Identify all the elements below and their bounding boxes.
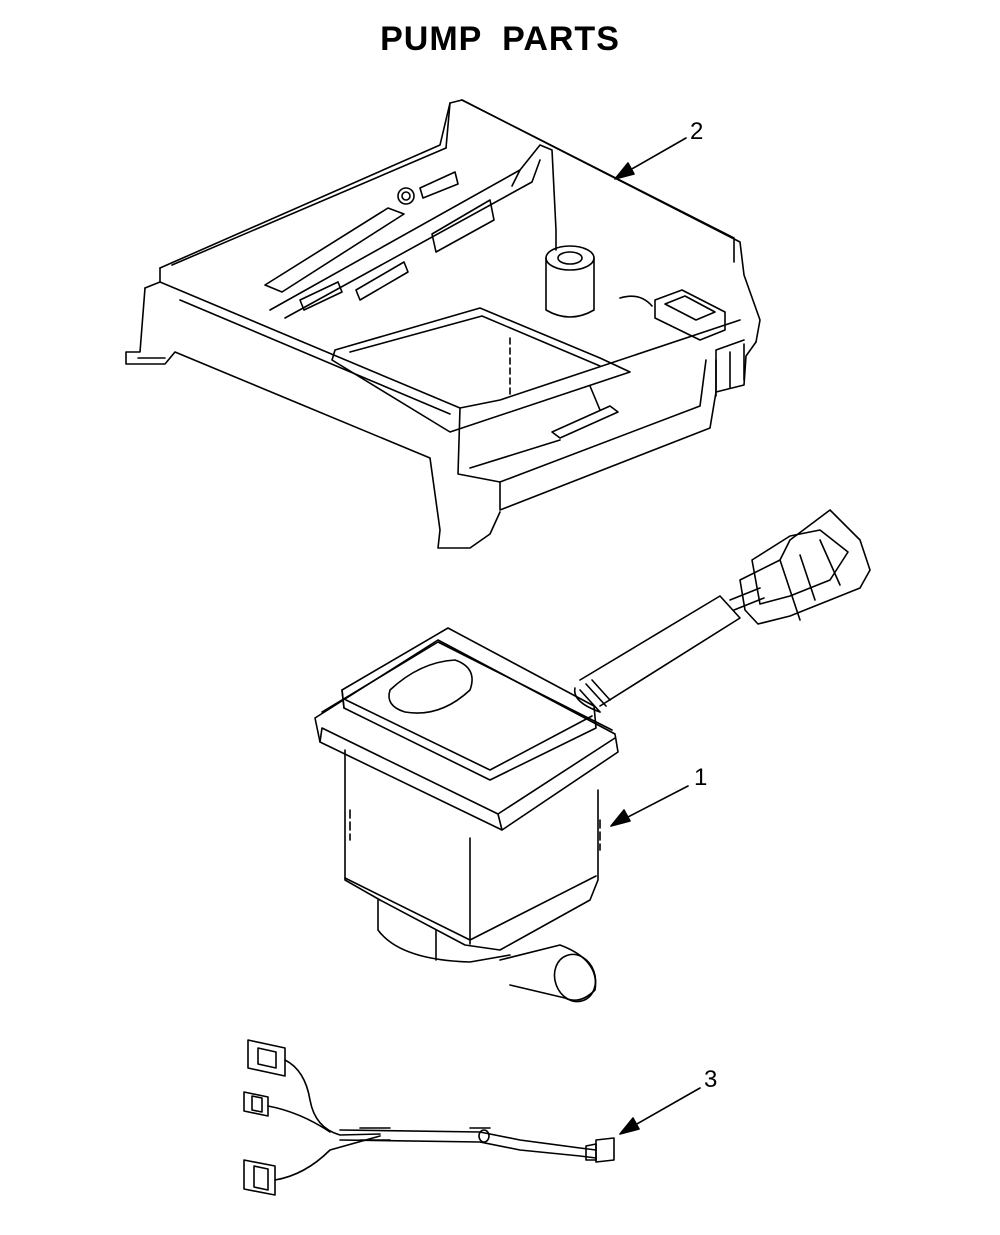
wire-harness [244,1040,614,1195]
callout-arrow-1 [611,786,688,826]
page-title: PUMP PARTS [380,20,620,58]
callout-number-3: 3 [704,1066,718,1093]
drain-pump [315,510,870,1007]
callout-number-2: 2 [690,118,704,145]
callout-number-1: 1 [694,764,708,791]
callout-arrow-3 [620,1088,700,1134]
callout-arrow-2 [615,138,686,179]
pump-housing-bracket [126,100,760,548]
